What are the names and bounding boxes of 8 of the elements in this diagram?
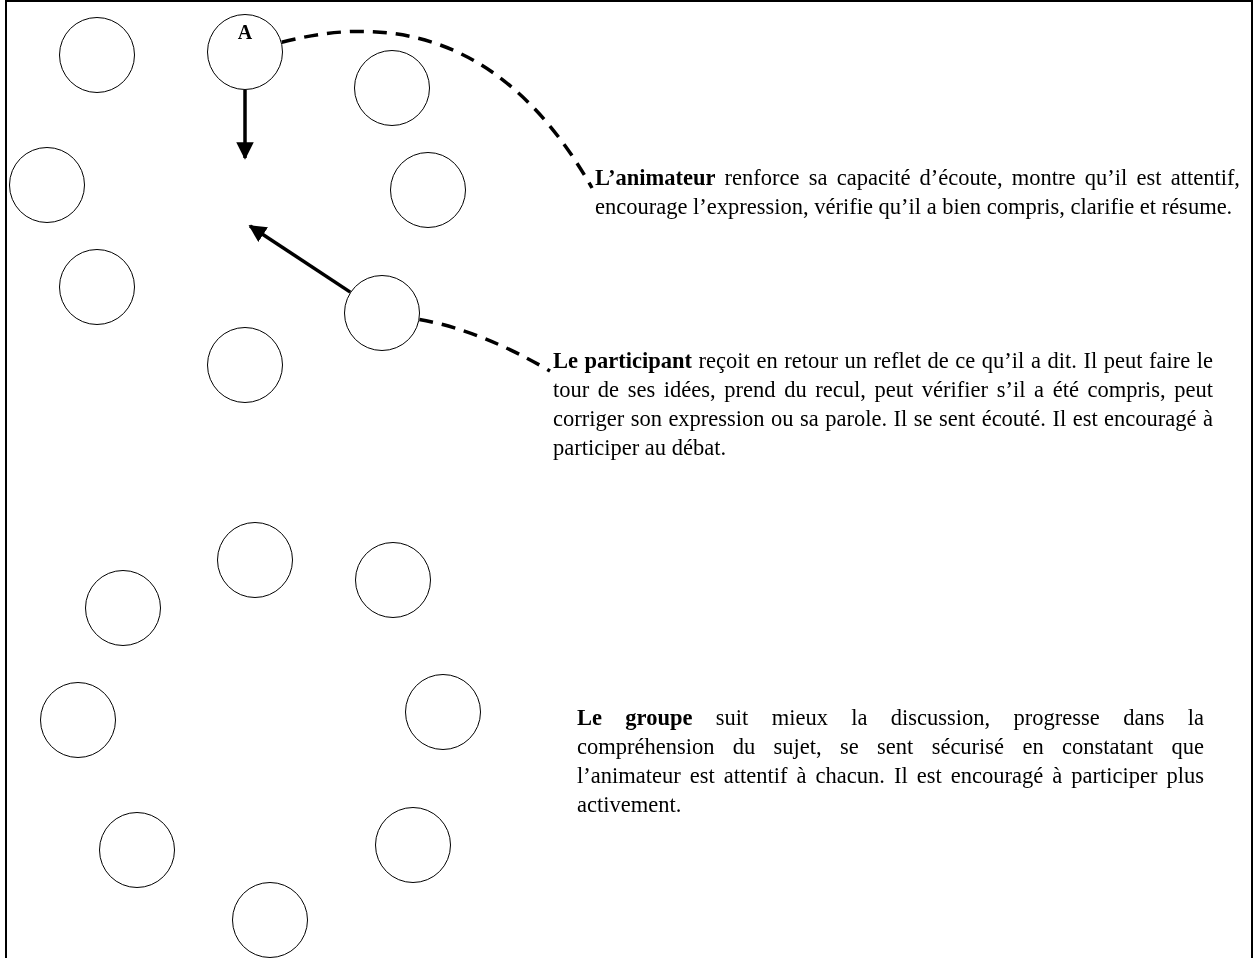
dashed-connector xyxy=(419,317,551,373)
dashed-connector xyxy=(281,30,594,189)
description-text: Le participant reçoit en retour un reflet de ce qu’il a dit. Il peut faire le tour de ses idées, prend du recul, peut vérifier s’il a été compris, peut corriger son expression ou sa parole. Il se sent écouté. Il est encouragé à participer au débat. xyxy=(553,346,1213,462)
arrow xyxy=(236,90,254,160)
description-text: L’animateur renforce sa capacité d’écoute, montre qu’il est attentif, encourage l’expression, vérifie qu’il a bien compris, clarifie et résume. xyxy=(595,163,1240,221)
arrow xyxy=(248,224,352,294)
circle-letter: A xyxy=(236,21,254,44)
description-text: Le groupe suit mieux la discussion, progresse dans la compréhension du sujet, se sent sécurisé en constatant que l’animateur est attentif à chacun. Il est encouragé à participer plus activement. xyxy=(577,703,1204,819)
